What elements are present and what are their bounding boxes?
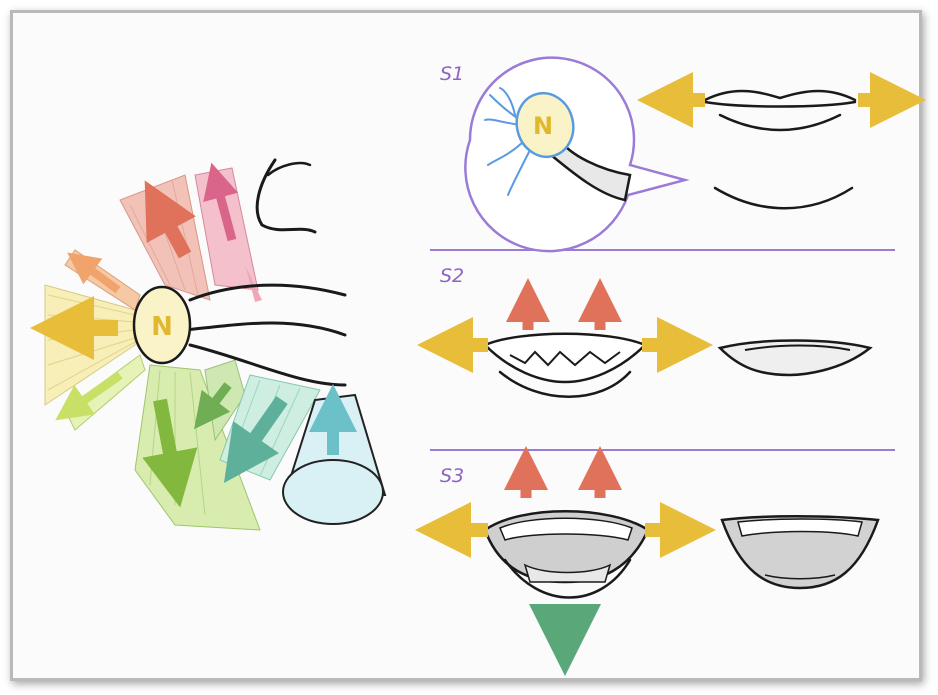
s1-nerve-label: N [533,112,553,140]
s1-nerve-bubble: N [465,58,685,251]
s3-mouth [443,468,878,640]
s2-mouth [445,300,870,397]
section-label-s2: S2 [440,265,464,287]
muscle-fan-diagram: N [45,160,385,530]
muscle-red [120,175,210,300]
section-label-s1: S1 [440,63,464,85]
muscle-cyan-base [283,460,383,524]
nerve-label: N [151,312,173,342]
s1-smile-simple [715,188,852,208]
s1-lips [665,91,898,208]
section-label-s3: S3 [440,465,464,487]
